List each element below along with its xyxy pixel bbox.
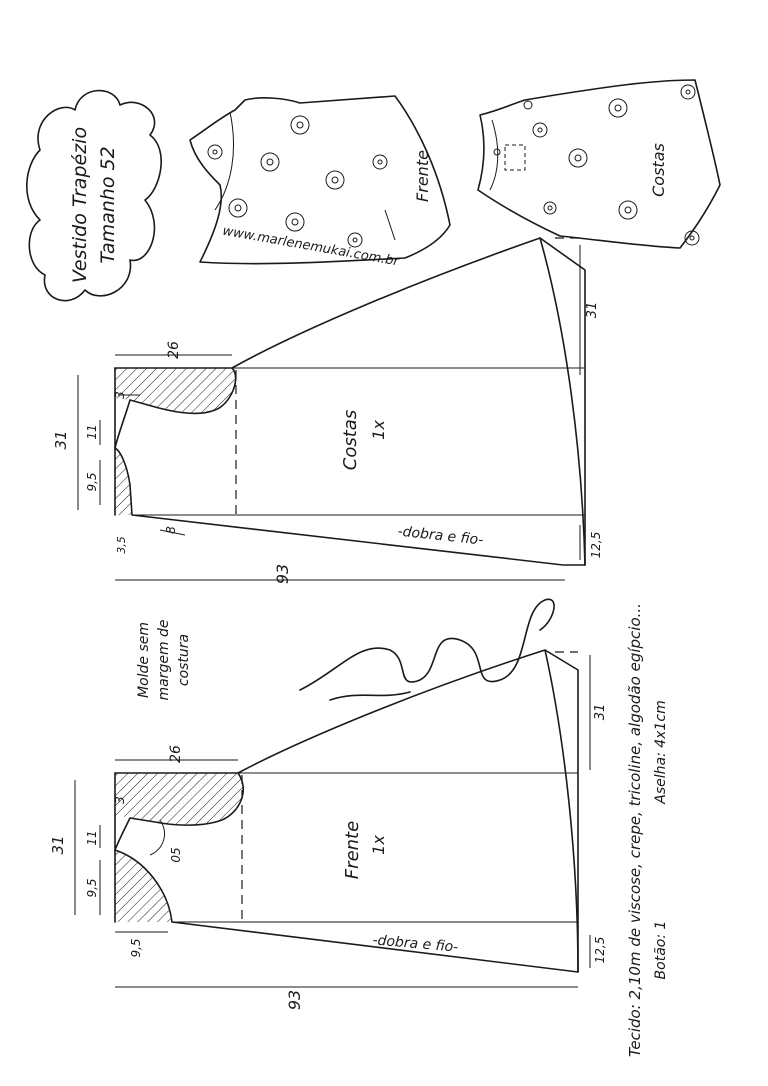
front-fold-label: -dobra e fio- [372, 932, 459, 955]
back-pattern-piece [77, 237, 586, 581]
signature-mark [299, 598, 555, 701]
front-dim-neck: 11 [85, 830, 99, 845]
back-piece-name: Costas [340, 410, 361, 470]
back-dim-hem-rise: 12,5 [589, 532, 603, 559]
back-dim-neck: 11 [85, 424, 99, 439]
back-armhole-hatch [115, 368, 236, 414]
front-sketch-label: Frente [413, 150, 432, 202]
title-cloud [26, 89, 162, 302]
back-fold-label: -dobra e fio- [397, 524, 484, 549]
front-piece-name: Frente [342, 821, 363, 879]
back-dim-shoulder-width: 31 [52, 430, 70, 449]
back-dim-small-a: 3,5 [115, 536, 128, 554]
back-sketch-label: Costas [649, 143, 668, 197]
title-line1: Vestido Trapézio [69, 127, 91, 283]
materials-buttons: Botão: 1 [653, 921, 669, 980]
front-dim-length: 93 [285, 990, 304, 1010]
back-dim-small-b: 8 [164, 526, 178, 534]
back-dim-neck-depth: 9,5 [85, 472, 99, 491]
back-piece-quantity: 1x [369, 420, 388, 440]
front-dim-neck-width: 9,5 [129, 938, 143, 957]
front-pattern-piece [74, 649, 591, 988]
materials-fabric: Tecido: 2,10m de viscose, crepe, tricoli… [626, 603, 644, 1057]
front-sketch [189, 95, 451, 265]
front-dim-hem-width: 31 [593, 704, 608, 721]
materials-loop: Aselha: 4x1cm [653, 700, 669, 804]
back-dim-armhole: 26 [166, 341, 182, 359]
front-piece-quantity: 1x [369, 835, 388, 855]
front-dim-hem-rise: 12,5 [593, 937, 607, 964]
front-neck-hatch [115, 850, 172, 922]
back-dim-length: 93 [273, 564, 292, 584]
back-neck-hatch [115, 448, 132, 515]
back-dim-shoulder-drop: 3 [113, 391, 127, 399]
back-sketch [477, 79, 721, 249]
note-line3: costura [176, 634, 192, 686]
note-line2: margem de [156, 619, 172, 700]
front-dim-shoulder-drop: 3 [113, 796, 127, 804]
front-dim-armhole: 26 [168, 745, 184, 763]
front-dim-shoulder-width: 31 [49, 835, 67, 854]
front-dim-dart: 05 [169, 847, 183, 862]
title-line2: Tamanho 52 [97, 146, 119, 263]
front-armhole-hatch [115, 773, 244, 826]
back-dim-hem-width: 31 [585, 302, 600, 319]
front-dim-neck-depth: 9,5 [85, 878, 99, 897]
note-line1: Molde sem [136, 622, 152, 698]
